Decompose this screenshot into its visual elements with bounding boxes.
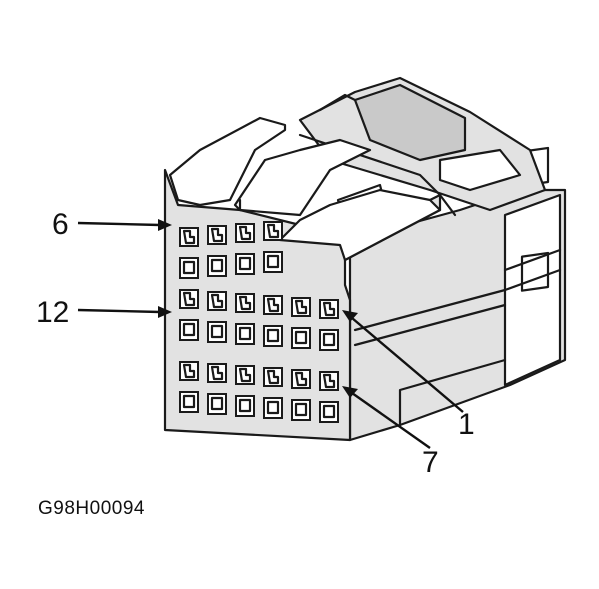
terminal-latch — [210, 365, 224, 381]
terminal-latch — [294, 371, 308, 387]
callout-label-1: 1 — [458, 408, 475, 441]
terminal-cavity-inner — [210, 258, 224, 273]
figure-code: G98H00094 — [38, 498, 145, 519]
connector-side-body — [348, 146, 567, 442]
terminal-cavity-inner — [322, 332, 336, 347]
terminal-cavities — [179, 221, 339, 423]
callout-label-7: 7 — [422, 446, 439, 479]
terminal-cavity-inner — [322, 404, 336, 419]
terminal-latch — [210, 293, 224, 309]
terminal-latch — [266, 223, 280, 239]
arrow-12 — [77, 308, 161, 314]
arrow-12-head — [158, 306, 172, 318]
terminal-cavity-inner — [210, 324, 224, 339]
arrow-7 — [351, 392, 431, 449]
terminal-latch — [238, 367, 252, 383]
terminal-latch — [266, 369, 280, 385]
terminal-cavity-inner — [238, 256, 252, 271]
terminal-cavity-inner — [294, 402, 308, 417]
terminal-latch — [238, 225, 252, 241]
terminal-cavity-inner — [238, 326, 252, 341]
terminal-latch — [294, 299, 308, 315]
arrow-1 — [351, 317, 464, 413]
terminal-cavity-inner — [238, 398, 252, 413]
terminal-latch — [182, 363, 196, 379]
arrow-7-head — [342, 386, 358, 398]
callout-arrows — [77, 219, 464, 449]
arrow-6-head — [158, 219, 172, 231]
terminal-cavity-inner — [182, 322, 196, 337]
terminal-cavity-inner — [210, 396, 224, 411]
terminal-latch — [322, 373, 336, 389]
terminal-latch — [210, 227, 224, 243]
arrow-6 — [77, 221, 161, 227]
terminal-latch — [266, 297, 280, 313]
terminal-cavity-inner — [266, 254, 280, 269]
callout-label-12: 12 — [36, 296, 69, 329]
terminal-cavity-inner — [182, 394, 196, 409]
terminal-cavity-inner — [266, 400, 280, 415]
terminal-cavity-inner — [294, 330, 308, 345]
terminal-latch — [182, 291, 196, 307]
terminal-latch — [182, 229, 196, 245]
terminal-cavity-inner — [266, 328, 280, 343]
terminal-latch — [322, 301, 336, 317]
terminal-cavity-inner — [182, 260, 196, 275]
callout-label-6: 6 — [52, 208, 69, 241]
terminal-latch — [238, 295, 252, 311]
arrow-1-head — [342, 310, 358, 322]
